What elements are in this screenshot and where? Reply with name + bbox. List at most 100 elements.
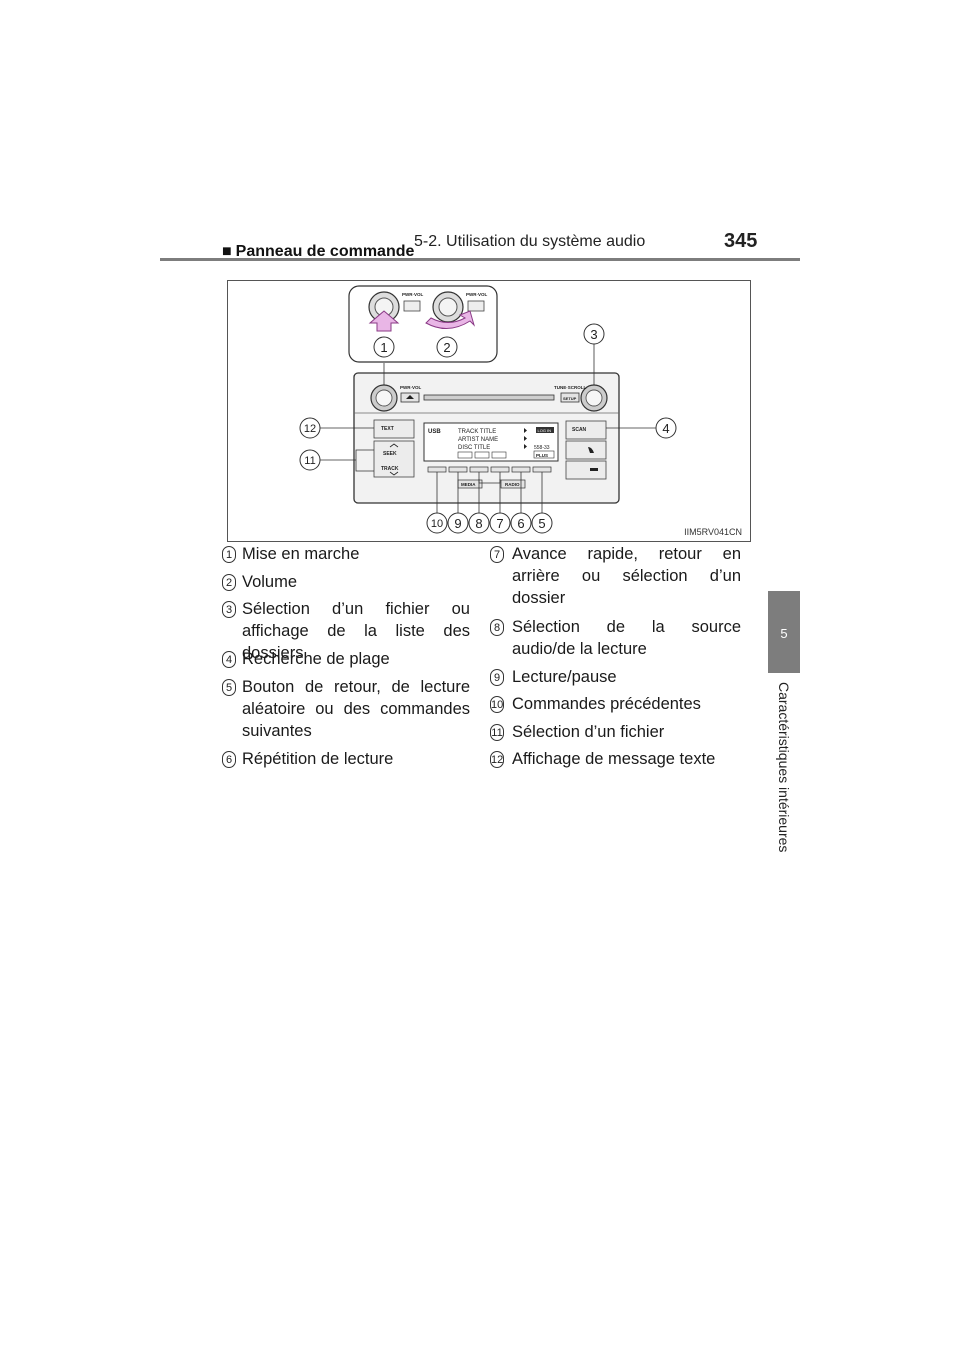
- callout-11-label: 11: [304, 455, 315, 467]
- legend-11-number: 11: [490, 724, 504, 741]
- legend-12-text: Affichage de message texte: [512, 750, 716, 768]
- legend-item-6: Répétition de lecture: [242, 748, 470, 770]
- display-number: 558-33: [534, 445, 550, 451]
- callout-5-label: 5: [538, 516, 545, 531]
- legend-6-text: Répétition de lecture: [242, 750, 394, 768]
- callout-4: [655, 417, 677, 439]
- legend-item-10: Commandes précédentes: [512, 693, 741, 715]
- seek-track-button: [373, 440, 415, 478]
- display-badge: LOG IN: [538, 428, 552, 433]
- callout-10: [426, 512, 448, 534]
- legend-5-number: 5: [222, 679, 236, 696]
- callout-9: [447, 512, 469, 534]
- legend-item-1: Mise en marche: [242, 543, 470, 565]
- callout-10-label: 10: [431, 518, 443, 530]
- seek-label: SEEK: [383, 451, 397, 457]
- callout-12: [299, 417, 321, 439]
- zoom-pwr-vol-label-left: PWR·VOL: [402, 292, 423, 297]
- section-title-text: Panneau de commande: [235, 243, 415, 260]
- legend-9-number: 9: [490, 669, 504, 686]
- pwr-vol-label: PWR·VOL: [400, 385, 421, 390]
- callout-6-label: 6: [517, 516, 524, 531]
- square-bullet-icon: ■: [222, 243, 232, 260]
- callout-4-label: 4: [662, 421, 669, 436]
- callout-3-label: 3: [590, 327, 597, 342]
- section-title: ■Panneau de commande: [222, 243, 414, 261]
- callout-2: [436, 336, 458, 358]
- figure-code: IIM5RV041CN: [684, 527, 742, 537]
- callout-1-label: 1: [380, 340, 387, 355]
- chapter-tab: [768, 591, 800, 673]
- legend-8-number: 8: [490, 619, 504, 636]
- legend-11-text: Sélection d’un fichier: [512, 723, 665, 741]
- callout-9-label: 9: [454, 516, 461, 531]
- phone-pickup-button: [565, 440, 607, 460]
- legend-2-text: Volume: [242, 573, 298, 591]
- media-label: MEDIA: [461, 482, 476, 487]
- chapter-tab-number: 5: [780, 626, 788, 641]
- rotate-arrow-icon: [425, 310, 476, 329]
- legend-item-8: Sélection de la source audio/de la lectu…: [512, 616, 741, 660]
- legend-4-text: Recherche de plage: [242, 650, 390, 668]
- legend-3-number: 3: [222, 601, 236, 618]
- legend-12-number: 12: [490, 751, 504, 768]
- text-button-label: TEXT: [381, 426, 394, 432]
- display-track-title: TRACK TITLE: [458, 429, 496, 435]
- zoom-pwr-vol-label-right: PWR·VOL: [466, 292, 487, 297]
- callout-8-label: 8: [475, 516, 482, 531]
- press-arrow-icon: [368, 310, 400, 332]
- setup-label: SETUP: [563, 396, 577, 401]
- legend-item-2: Volume: [242, 571, 470, 593]
- scan-label: SCAN: [572, 427, 587, 433]
- eject-icon: [406, 395, 414, 399]
- page-number: 345: [724, 230, 758, 252]
- callout-7-label: 7: [496, 516, 503, 531]
- legend-7-number: 7: [490, 546, 504, 563]
- legend-8-text: Sélection de la source audio/de la lectu…: [512, 618, 741, 658]
- legend-2-number: 2: [222, 574, 236, 591]
- legend-item-9: Lecture/pause: [512, 666, 741, 688]
- display-source: USB: [428, 429, 441, 435]
- callout-7: [489, 512, 511, 534]
- callout-1: [373, 336, 395, 358]
- legend-9-text: Lecture/pause: [512, 668, 617, 686]
- legend-item-12: Affichage de message texte: [512, 748, 741, 770]
- header-rule: [160, 258, 800, 261]
- scan-button: [565, 420, 607, 440]
- display-plus: PLUS: [536, 453, 548, 458]
- setup-button: [560, 392, 580, 403]
- legend-3-text: Sélection d’un fichier ou affichage de l…: [242, 600, 470, 662]
- legend-item-5: Bouton de retour, de lecture aléatoire o…: [242, 676, 470, 742]
- legend-10-number: 10: [490, 696, 504, 713]
- callout-12-label: 12: [304, 423, 316, 435]
- legend-7-text: Avance rapide, retour en arrière ou séle…: [512, 545, 741, 607]
- text-button: [373, 419, 415, 439]
- callout-3: [583, 323, 605, 345]
- chapter-tab-label: Caractéristiques intérieures: [776, 682, 792, 853]
- legend-10-text: Commandes précédentes: [512, 695, 701, 713]
- callout-2-label: 2: [443, 340, 450, 355]
- legend-1-text: Mise en marche: [242, 545, 360, 563]
- control-panel-illustration: PWR·VOL PWR·VOL PWR·VOL TUNE·SCROLL SETU…: [299, 285, 677, 534]
- callout-8: [468, 512, 490, 534]
- phone-hangup-button: [565, 460, 607, 480]
- zoom-inset-frame: [348, 285, 498, 363]
- control-panel-figure: PWR·VOL PWR·VOL PWR·VOL TUNE·SCROLL SETU…: [227, 280, 751, 542]
- cd-slot: [423, 394, 555, 401]
- legend-item-3: Sélection d’un fichier ou affichage de l…: [242, 598, 470, 664]
- legend-1-number: 1: [222, 546, 236, 563]
- legend-6-number: 6: [222, 751, 236, 768]
- legend-5-text: Bouton de retour, de lecture aléatoire o…: [242, 678, 470, 740]
- radio-label: RADIO: [505, 482, 520, 487]
- phone-hangup-icon: [590, 468, 598, 471]
- display-artist-name: ARTIST NAME: [458, 437, 498, 443]
- legend-item-7: Avance rapide, retour en arrière ou séle…: [512, 543, 741, 609]
- tune-scroll-label: TUNE·SCROLL: [554, 385, 586, 390]
- phone-pickup-icon: [588, 447, 594, 453]
- legend-item-4: Recherche de plage: [242, 648, 470, 670]
- callout-5: [531, 512, 553, 534]
- legend-4-number: 4: [222, 651, 236, 668]
- callout-6: [510, 512, 532, 534]
- header-section-title: 5-2. Utilisation du système audio: [414, 233, 646, 250]
- legend-item-11: Sélection d’un fichier: [512, 721, 741, 743]
